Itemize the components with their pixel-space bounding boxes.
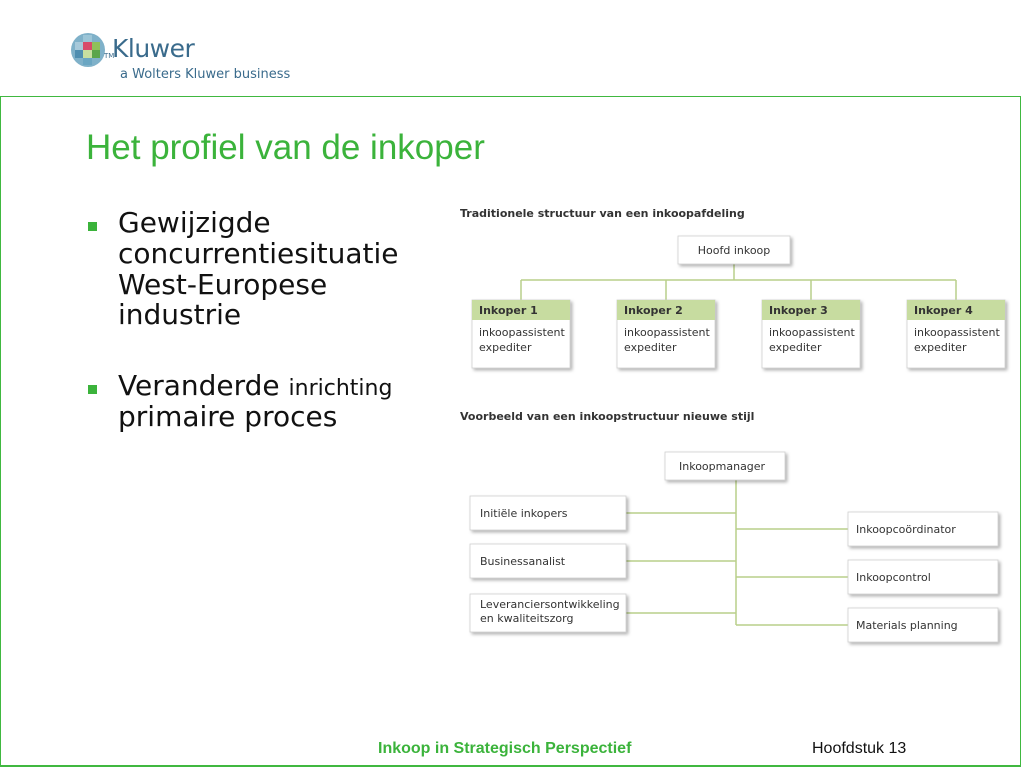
diagram1-child-line-2-1: inkoopassistent bbox=[624, 326, 710, 339]
diagram2-left-label-3-2: en kwaliteitszorg bbox=[480, 612, 573, 625]
bullet-1-line-1: Gewijzigde bbox=[118, 206, 271, 239]
diagram1-child-line-3-1: inkoopassistent bbox=[769, 326, 855, 339]
diagram1-child-title-3: Inkoper 3 bbox=[769, 304, 828, 317]
diagram2-right-label-2-1: Inkoopcontrol bbox=[856, 571, 931, 584]
diagram1-child-line-1-1: inkoopassistent bbox=[479, 326, 565, 339]
diagram2-left-box-1 bbox=[469, 495, 627, 531]
bullet-1-line-4: industrie bbox=[118, 298, 242, 332]
diagram2-caption: Voorbeeld van een inkoopstructuur nieuwe… bbox=[460, 410, 754, 423]
diagram1-child-title-1: Inkoper 1 bbox=[479, 304, 538, 317]
logo-trademark: TM bbox=[104, 52, 115, 60]
diagram2-root-label: Inkoopmanager bbox=[679, 460, 766, 473]
diagram1-child-header-2 bbox=[617, 300, 715, 320]
diagram1-child-header-1 bbox=[472, 300, 570, 320]
diagram1-child-title-2: Inkoper 2 bbox=[624, 304, 683, 317]
bullet-2-main: Veranderde bbox=[118, 369, 289, 403]
diagram1-root-label: Hoofd inkoop bbox=[698, 244, 771, 257]
logo-wordmark: Kluwer bbox=[112, 34, 195, 63]
diagram1-child-line-2-2: expediter bbox=[624, 341, 677, 354]
kluwer-logo: TM Kluwer a Wolters Kluwer business bbox=[70, 30, 310, 90]
diagram2-right-box-1 bbox=[847, 511, 999, 547]
footer-chapter: Hoofdstuk 13 bbox=[812, 740, 907, 757]
bullet-1-line-2: concurrentiesituatie bbox=[118, 236, 399, 270]
diagram1-child-header-3 bbox=[762, 300, 860, 320]
diagram1-child-title-4: Inkoper 4 bbox=[914, 304, 973, 317]
diagram2-left-box-2 bbox=[469, 543, 627, 579]
bullet-item-2: Veranderde inrichting primaire proces bbox=[88, 369, 468, 433]
diagram1-child-line-4-1: inkoopassistent bbox=[914, 326, 1000, 339]
diagram1-child-header-4 bbox=[907, 300, 1005, 320]
diagram2-root-box bbox=[664, 451, 786, 481]
slide-title: Het profiel van de inkoper bbox=[86, 128, 485, 167]
diagram2-left-label-3-1: Leveranciersontwikkeling bbox=[480, 598, 620, 611]
diagram2-left-label-1-1: Initiële inkopers bbox=[480, 507, 568, 520]
bullet-1-line-3: West-Europese bbox=[118, 267, 328, 301]
kluwer-globe-icon bbox=[71, 33, 105, 67]
diagram2-right-label-1-1: Inkoopcoördinator bbox=[856, 523, 956, 536]
diagram1-child-line-4-2: expediter bbox=[914, 341, 967, 354]
diagram-nodes: Traditionele structuur van een inkoopafd… bbox=[460, 207, 1006, 643]
bullet-item-1: Gewijzigde concurrentiesituatie West-Eur… bbox=[88, 206, 468, 332]
bullet-2-small: inrichting bbox=[288, 376, 393, 402]
bullet-list: Gewijzigde concurrentiesituatie West-Eur… bbox=[88, 206, 468, 473]
diagram1-root-box bbox=[677, 235, 791, 265]
logo-tagline: a Wolters Kluwer business bbox=[120, 67, 291, 82]
diagram2-right-box-2 bbox=[847, 559, 999, 595]
diagram1-child-line-1-2: expediter bbox=[479, 341, 532, 354]
bullet-2-rest: primaire proces bbox=[118, 399, 338, 433]
diagram1-child-line-3-2: expediter bbox=[769, 341, 822, 354]
diagram2-right-box-3 bbox=[847, 607, 999, 643]
diagram2-right-label-3-1: Materials planning bbox=[856, 619, 958, 632]
diagram1-caption: Traditionele structuur van een inkoopafd… bbox=[460, 207, 745, 220]
diagram2-left-label-2-1: Businessanalist bbox=[480, 555, 566, 568]
slide-frame bbox=[0, 96, 1021, 766]
slide-frame-bottom bbox=[0, 765, 1021, 767]
diagram2-left-box-3 bbox=[469, 593, 627, 633]
diagram-connectors bbox=[520, 264, 957, 626]
footer-book-title: Inkoop in Strategisch Perspectief bbox=[378, 740, 632, 757]
org-diagrams: Traditionele structuur van een inkoopafd… bbox=[460, 207, 1006, 643]
